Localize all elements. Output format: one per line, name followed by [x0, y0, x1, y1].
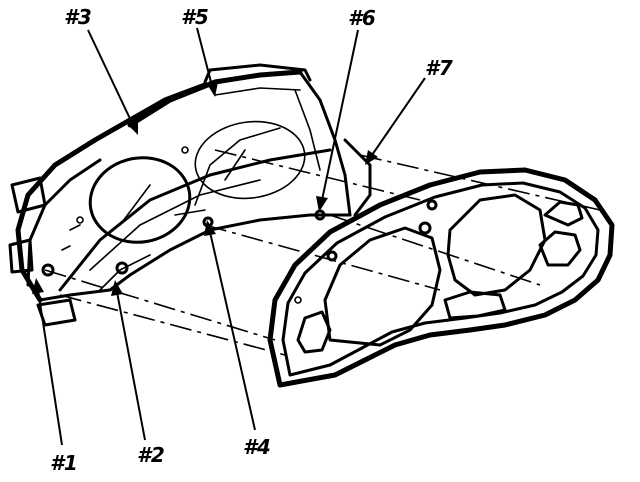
callout-4: #4 [243, 435, 271, 459]
callout-7: #7 [425, 56, 453, 80]
callout-3: #3 [64, 5, 92, 29]
cluster-bezel [267, 167, 615, 388]
callout-labels: #1 #2 #3 #4 #5 #6 #7 [50, 5, 453, 475]
cluster-housing [8, 63, 372, 327]
callout-6: #6 [348, 6, 376, 30]
leader-lines [32, 27, 426, 446]
callout-2: #2 [137, 443, 165, 467]
callout-5: #5 [181, 5, 209, 29]
callout-1: #1 [50, 451, 78, 475]
